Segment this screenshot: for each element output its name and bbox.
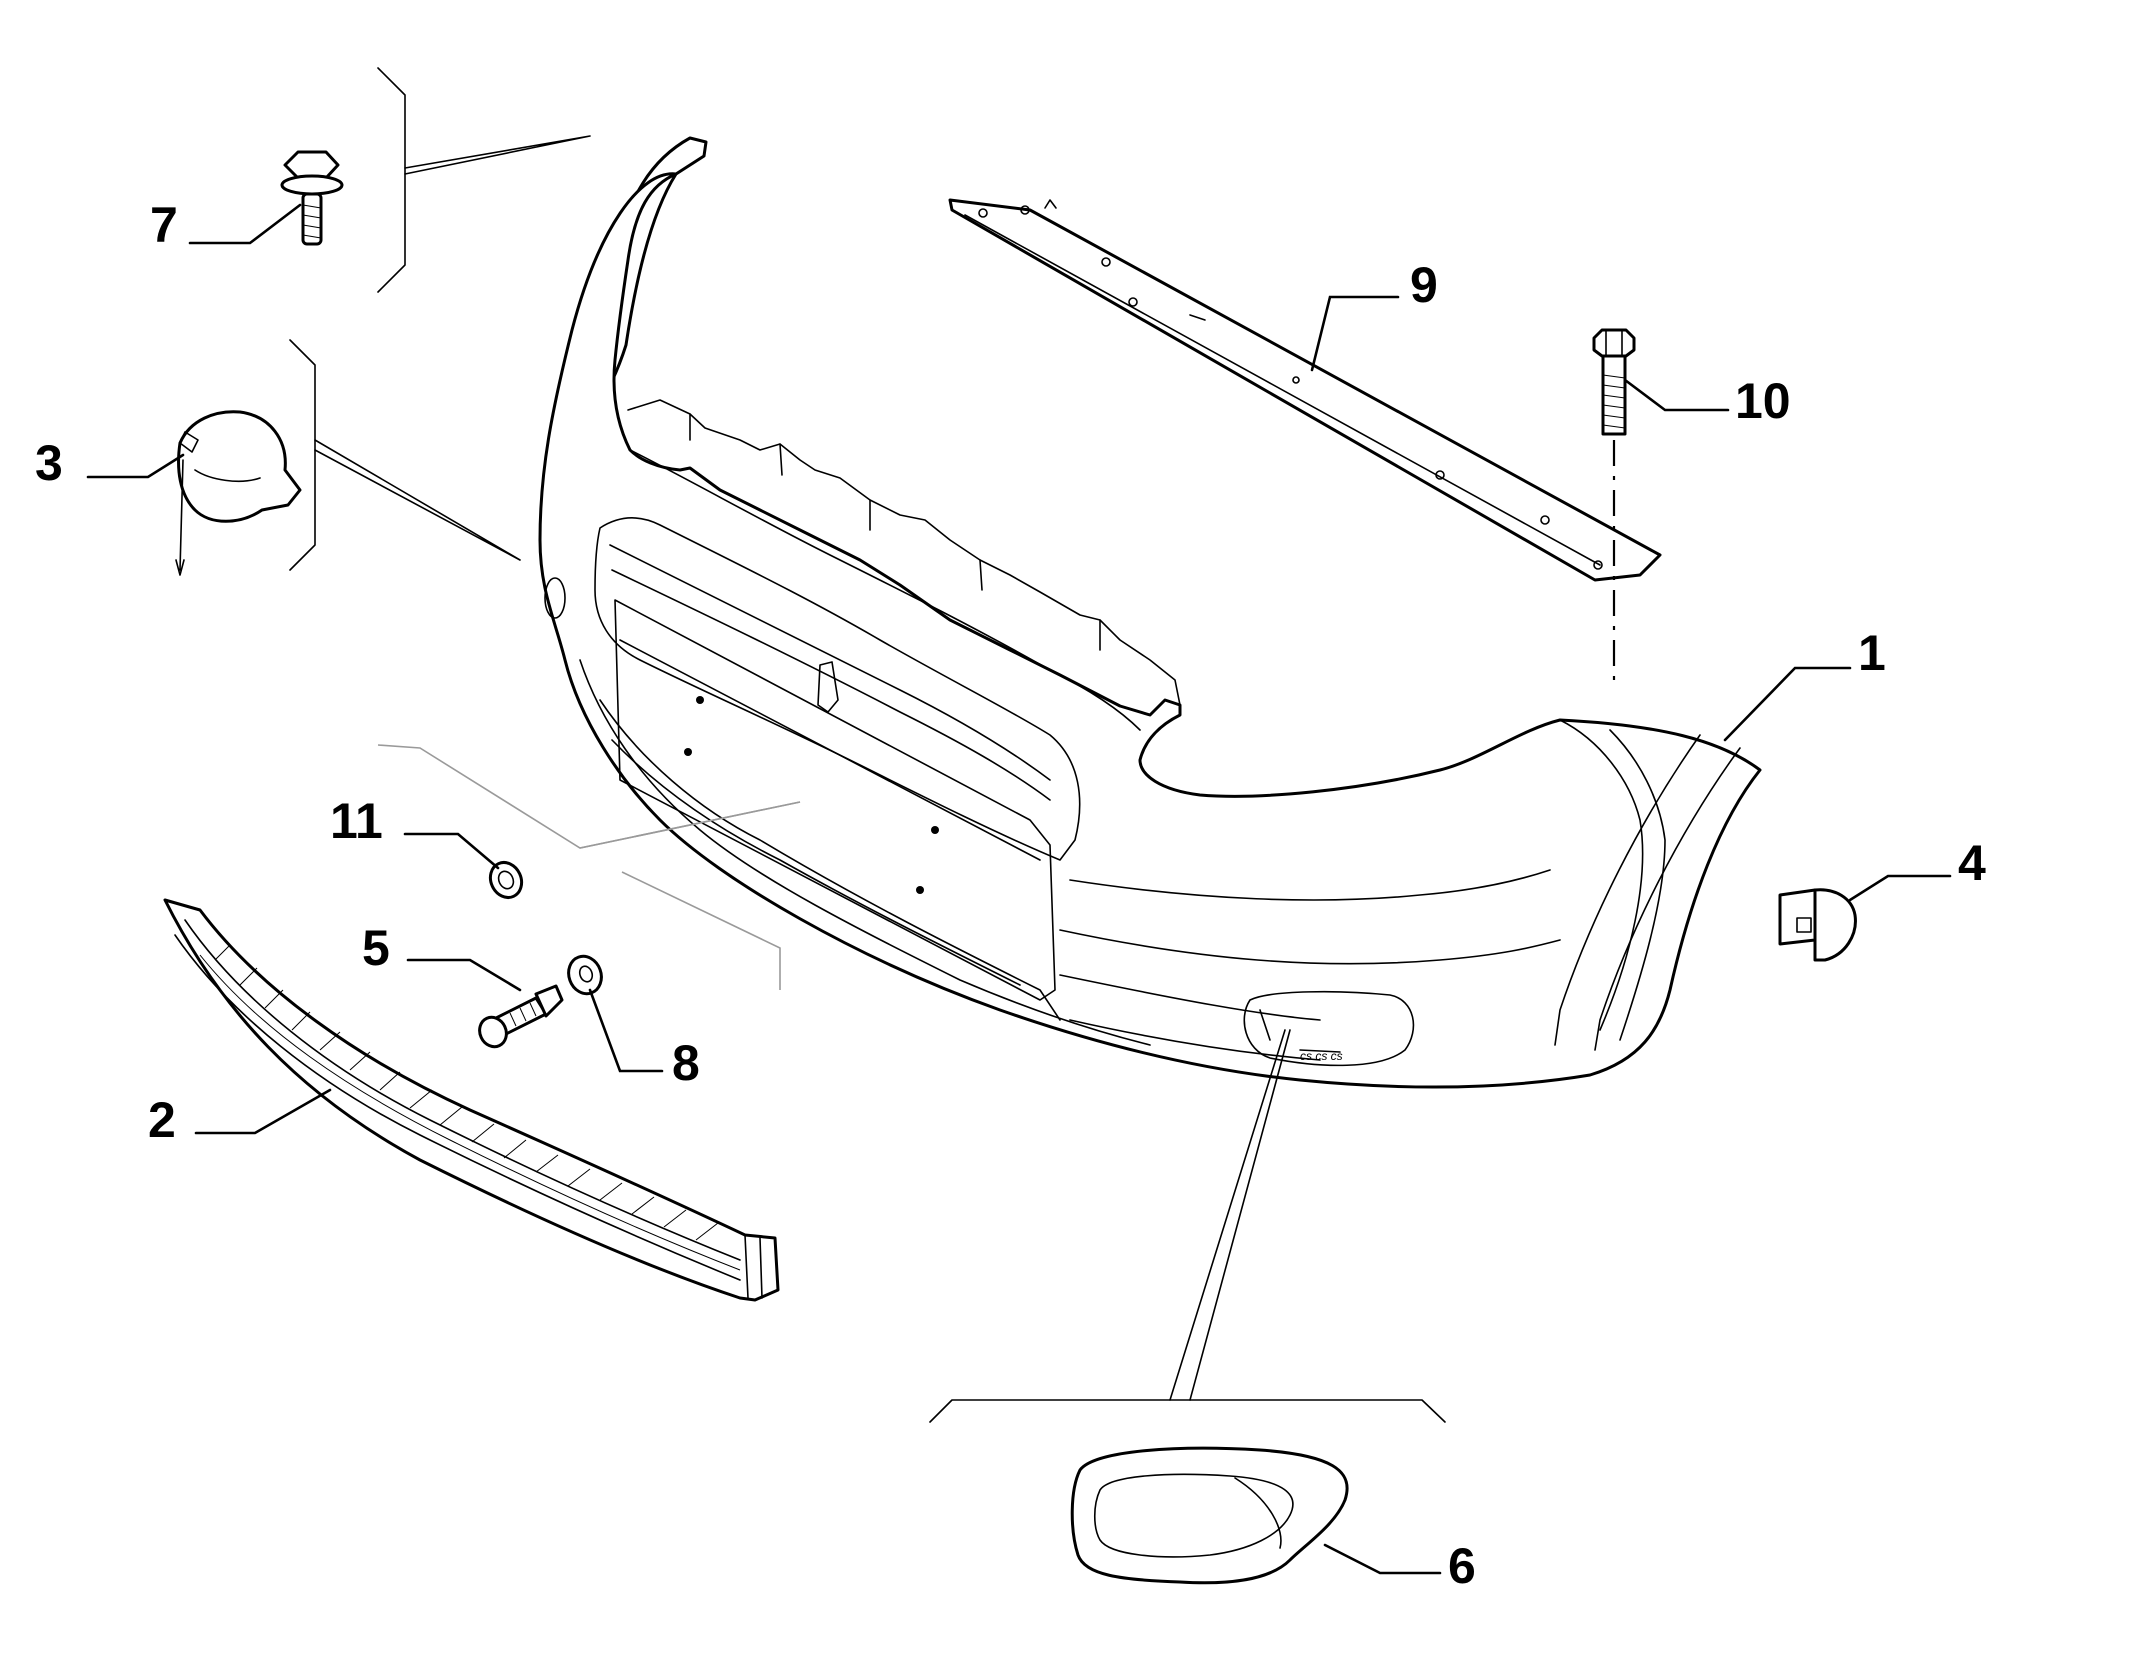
leader-3-bumper <box>314 439 521 561</box>
leader-7-bumper <box>404 135 591 175</box>
grille-slats <box>199 944 741 1271</box>
callout-5: 5 <box>362 920 390 976</box>
callout-labels: 7 9 10 3 1 4 11 5 8 2 6 <box>35 197 1986 1594</box>
callout-4: 4 <box>1958 835 1986 891</box>
bracket-3 <box>289 339 316 571</box>
cross-bracket <box>948 198 1662 582</box>
lower-grille <box>163 898 780 1302</box>
callout-3: 3 <box>35 435 63 491</box>
bumper-shell: cs cs cs <box>538 136 1762 1089</box>
callout-2: 2 <box>148 1092 176 1148</box>
callout-leaders <box>86 203 1952 1575</box>
bracket-7 <box>377 67 406 293</box>
leader-6-bumper <box>1169 1029 1291 1401</box>
callout-10: 10 <box>1735 373 1791 429</box>
tow-hook-cover <box>175 410 302 576</box>
fog-lamp-bezel <box>1070 1446 1349 1585</box>
screw-5 <box>478 984 564 1049</box>
callout-11: 11 <box>330 793 383 849</box>
svg-text:cs cs cs: cs cs cs <box>1300 1049 1343 1063</box>
clip-nut <box>1778 888 1857 962</box>
reference-lines <box>377 744 801 990</box>
callout-1: 1 <box>1858 625 1886 681</box>
callout-7: 7 <box>150 197 178 253</box>
washer-8 <box>567 954 603 996</box>
bracket-6 <box>929 1399 1446 1423</box>
callout-9: 9 <box>1410 257 1438 313</box>
small-nut <box>488 860 524 900</box>
callout-6: 6 <box>1448 1538 1476 1594</box>
callout-8: 8 <box>672 1035 700 1091</box>
hex-bolt <box>1592 328 1636 436</box>
flange-screw <box>280 150 344 246</box>
